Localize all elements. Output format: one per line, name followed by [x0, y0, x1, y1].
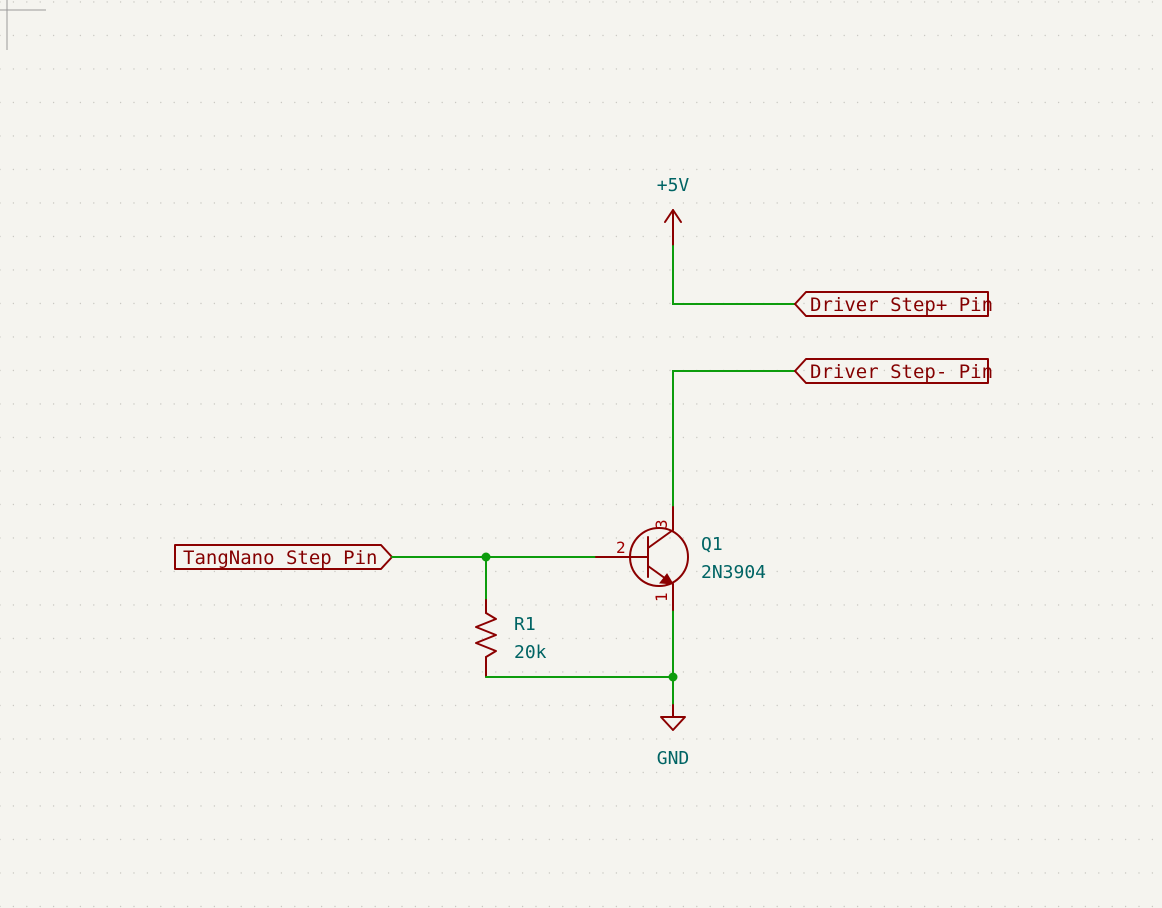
wire-step-minus-to-collector[interactable] [672, 370, 796, 508]
driver-step-plus-label[interactable]: Driver Step+ Pin [794, 291, 993, 317]
gnd-label: GND [657, 748, 690, 769]
transistor-q1[interactable]: 2 3 1 Q1 2N3904 [595, 506, 766, 611]
q1-value: 2N3904 [701, 562, 766, 583]
junction-dot [481, 552, 491, 562]
q1-pin-collector: 3 [652, 519, 671, 529]
tangnano-step-label[interactable]: TangNano Step Pin [174, 544, 393, 570]
origin-crosshair [0, 0, 46, 50]
junction-dot [668, 672, 678, 682]
r1-value: 20k [514, 642, 547, 663]
tangnano-step-text: TangNano Step Pin [183, 547, 377, 569]
q1-ref: Q1 [701, 534, 723, 555]
q1-pin-base: 2 [616, 538, 626, 557]
emitter-arrow-icon [659, 573, 674, 585]
resistor-r1[interactable]: R1 20k [475, 599, 547, 678]
wire-vcc-to-step-plus[interactable] [672, 245, 796, 305]
driver-step-minus-text: Driver Step- Pin [810, 361, 993, 383]
vcc-power-symbol[interactable]: +5V [657, 175, 690, 247]
r1-ref: R1 [514, 614, 536, 635]
driver-step-minus-label[interactable]: Driver Step- Pin [794, 358, 993, 384]
q1-pin-emitter: 1 [652, 592, 671, 602]
vcc-label: +5V [657, 175, 690, 196]
driver-step-plus-text: Driver Step+ Pin [810, 294, 993, 316]
gnd-power-symbol[interactable]: GND [657, 704, 690, 769]
